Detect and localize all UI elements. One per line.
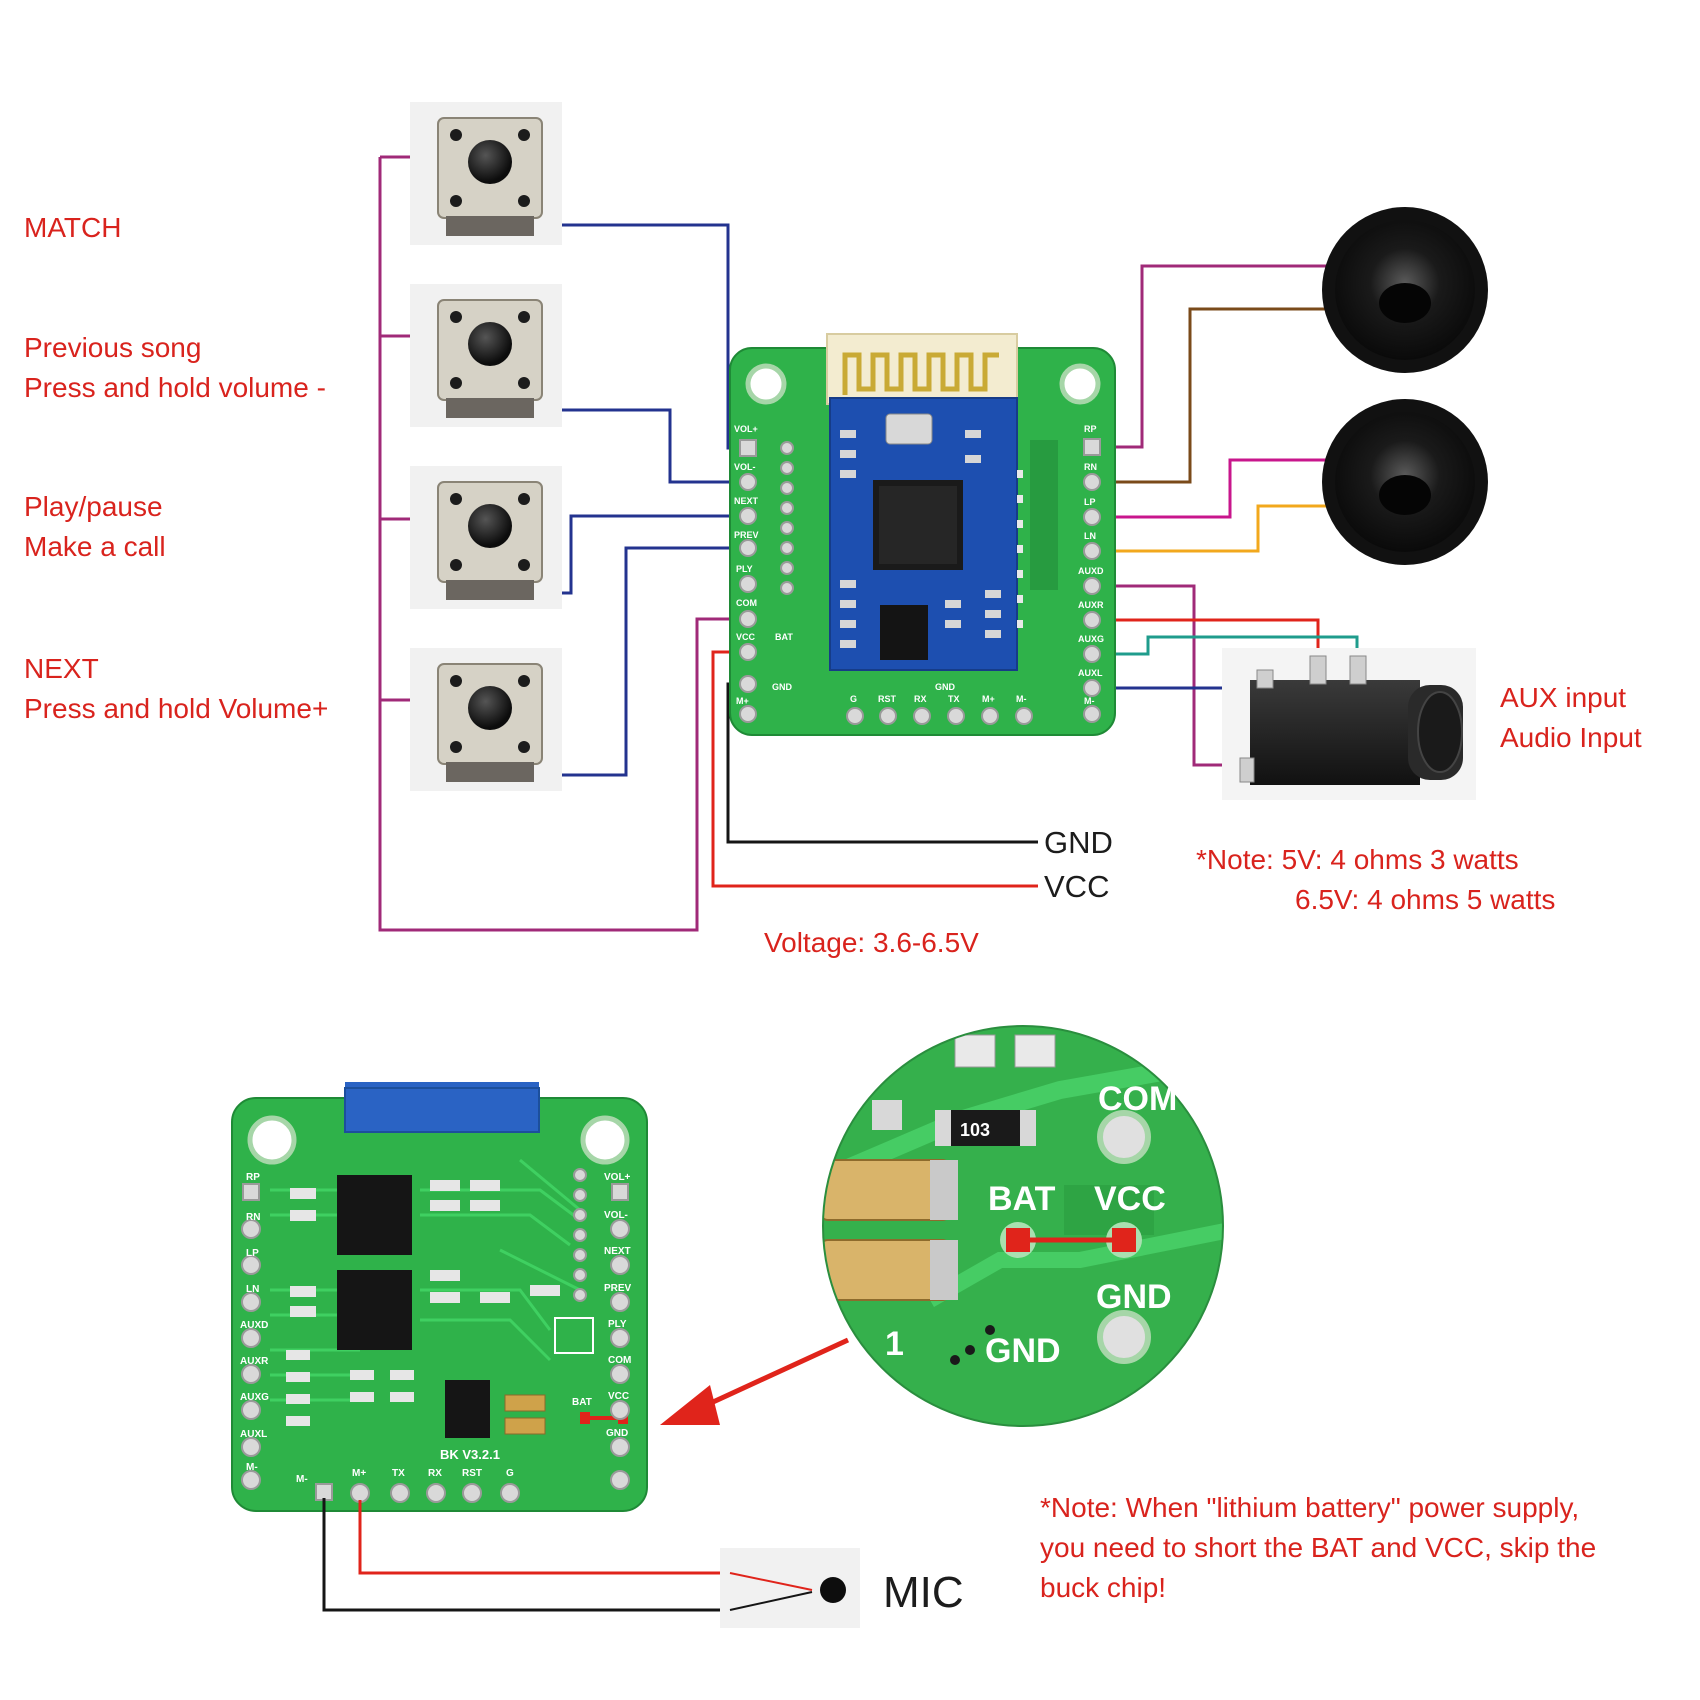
bat-mark: BAT (572, 1397, 592, 1408)
play-pause-button[interactable] (410, 466, 562, 609)
battery-note-line2: you need to short the BAT and VCC, skip … (1040, 1532, 1596, 1563)
mic-wires (322, 1498, 812, 1612)
pin-label: RX (914, 694, 927, 704)
gnd-label: GND (1044, 825, 1113, 860)
pin-label: AUXR (1078, 600, 1104, 610)
aux-input-label: AUX input (1500, 682, 1626, 713)
match-label: MATCH (24, 212, 121, 243)
button-signal-wires (540, 223, 750, 777)
board-bottom-silkscreen: RP RN LP LN AUXD AUXR AUXG AUXL M- VOL+ … (240, 1172, 632, 1485)
pin-label: RN (1084, 462, 1097, 472)
make-call-label: Make a call (24, 531, 166, 562)
pin-label: VOL+ (734, 424, 758, 434)
pin-label: RP (1084, 424, 1097, 434)
pin-label: PREV (604, 1283, 632, 1294)
pin-label: M- (246, 1462, 258, 1473)
zoom-gnd-label: GND (1096, 1278, 1172, 1316)
battery-note-line3: buck chip! (1040, 1572, 1166, 1603)
pin-label: TX (948, 694, 960, 704)
pin-label: AUXL (240, 1429, 267, 1440)
gnd-mark: GND (935, 682, 956, 692)
pin-label: RST (462, 1468, 482, 1479)
pin-label: RP (246, 1172, 260, 1183)
pin-label: AUXL (1078, 668, 1103, 678)
push-buttons (410, 102, 562, 791)
zoom-vcc-label: VCC (1094, 1180, 1166, 1218)
pin-label: PREV (734, 530, 759, 540)
pin-label: G (506, 1468, 514, 1479)
zoom-chip-code: 103 (960, 1120, 990, 1140)
pin-label: VCC (608, 1391, 629, 1402)
speaker-note-line1: *Note: 5V: 4 ohms 3 watts (1196, 844, 1519, 875)
next-label: NEXT (24, 653, 99, 684)
pin-label: LP (1084, 497, 1096, 507)
aux-jack (1222, 648, 1476, 800)
speaker-note-line2: 6.5V: 4 ohms 5 watts (1295, 884, 1555, 915)
zoom-bat-label: BAT (988, 1180, 1056, 1218)
previous-song-label: Previous song (24, 332, 201, 363)
microphone-icon (720, 1548, 860, 1628)
bluetooth-board-top (729, 333, 1116, 736)
pin-label: GND (606, 1428, 628, 1439)
match-button[interactable] (410, 102, 562, 245)
zoom-silkscreen: COM BAT VCC GND GND 103 1 (885, 1080, 1177, 1370)
pin-label: M- (296, 1474, 308, 1485)
pin-label: AUXR (240, 1356, 269, 1367)
button-labels: MATCH Previous song Press and hold volum… (24, 212, 328, 724)
audio-input-label: Audio Input (1500, 722, 1642, 753)
pin-label: PLY (736, 564, 753, 574)
battery-note: *Note: When "lithium battery" power supp… (1040, 1492, 1596, 1603)
speaker-left (1322, 399, 1488, 565)
pin-label: VOL- (604, 1210, 628, 1221)
zoom-com-label: COM (1098, 1080, 1177, 1118)
pin-label: PLY (608, 1319, 627, 1330)
pin-label: M+ (982, 694, 995, 704)
pin-label: AUXG (240, 1392, 269, 1403)
volume-down-label: Press and hold volume - (24, 372, 326, 403)
pin-label: AUXD (1078, 566, 1104, 576)
pin-label: VCC (736, 632, 756, 642)
aux-label: AUX input Audio Input (1500, 682, 1642, 753)
board-top-silkscreen: VOL+ VOL- NEXT PREV PLY COM VCC GND M+ R… (734, 424, 1104, 706)
zoom-pin-one: 1 (885, 1325, 904, 1363)
pin-label: AUXG (1078, 634, 1104, 644)
next-button[interactable] (410, 648, 562, 791)
bat-mark: BAT (775, 632, 793, 642)
pin-label: M- (1016, 694, 1027, 704)
pin-label: COM (608, 1355, 631, 1366)
pin-label: VOL+ (604, 1172, 631, 1183)
pin-label: GND (772, 682, 793, 692)
speaker-right (1322, 207, 1488, 373)
battery-note-line1: *Note: When "lithium battery" power supp… (1040, 1492, 1579, 1523)
pin-label: RST (878, 694, 897, 704)
pin-label: NEXT (734, 496, 759, 506)
pin-label: VOL- (734, 462, 756, 472)
previous-song-button[interactable] (410, 284, 562, 427)
pin-label: RX (428, 1468, 442, 1479)
pin-label: COM (736, 598, 757, 608)
zoom-gnd2-label: GND (985, 1332, 1061, 1370)
pin-label: LN (246, 1284, 259, 1295)
vcc-label: VCC (1044, 869, 1109, 904)
speaker-wires (1092, 264, 1352, 553)
zoom-detail (822, 1025, 1224, 1427)
pin-label: M+ (736, 696, 749, 706)
pin-label: TX (392, 1468, 405, 1479)
volume-up-label: Press and hold Volume+ (24, 693, 328, 724)
pointer-arrow (660, 1337, 850, 1425)
pin-label: NEXT (604, 1246, 631, 1257)
mic-label: MIC (883, 1568, 964, 1617)
pin-label: M- (1084, 696, 1095, 706)
pin-label: M+ (352, 1468, 366, 1479)
pin-label: RN (246, 1212, 260, 1223)
pin-label: LP (246, 1248, 259, 1259)
voltage-label: Voltage: 3.6-6.5V (764, 927, 979, 958)
board-version: BK V3.2.1 (440, 1447, 500, 1462)
pin-label: LN (1084, 531, 1096, 541)
play-pause-label: Play/pause (24, 491, 163, 522)
bluetooth-board-bottom (231, 1082, 648, 1512)
pin-label: G (850, 694, 857, 704)
pin-label: AUXD (240, 1320, 268, 1331)
